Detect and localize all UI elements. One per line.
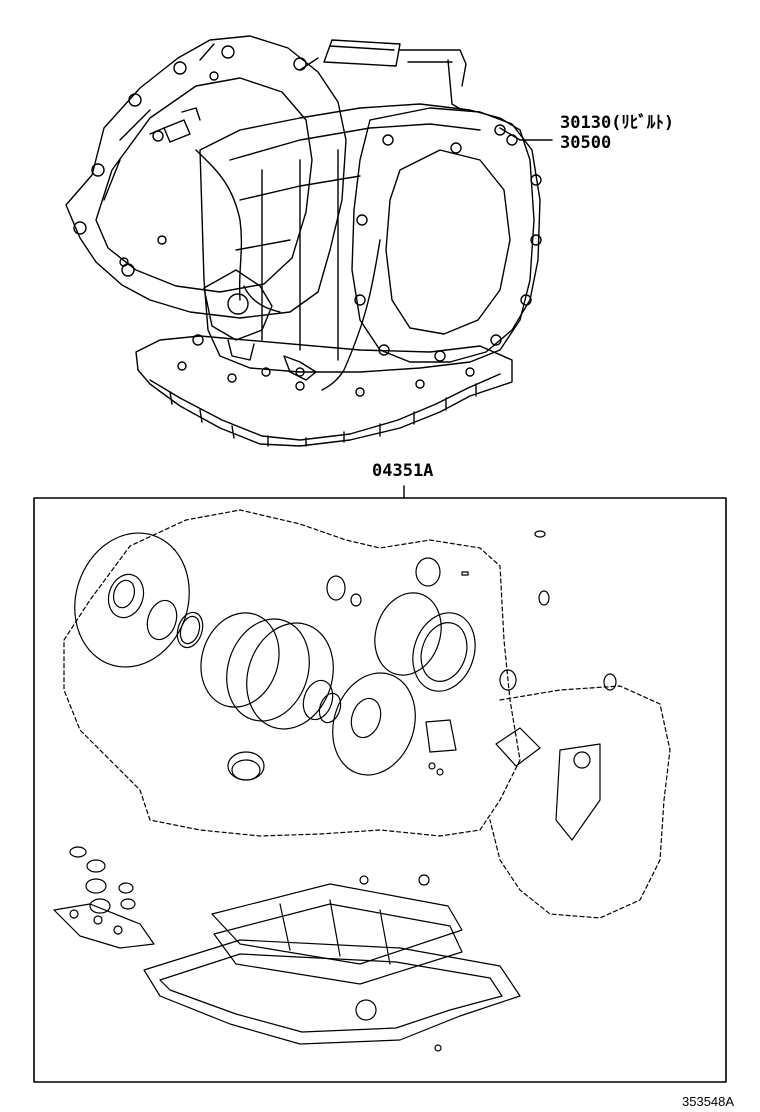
transmission-assembly-drawing [65,35,542,447]
kit-components-drawing [53,509,671,1052]
illustration-code: 353548A [682,1094,735,1109]
kit-boundary-box [33,497,727,1083]
part-number-30500: 30500 [560,133,612,153]
part-number-30130-rebuilt: 30130(ﾘﾋﾞﾙﾄ) [560,113,675,133]
leader-line-30130 [499,127,553,141]
part-number-04351A: 04351A [372,461,434,481]
